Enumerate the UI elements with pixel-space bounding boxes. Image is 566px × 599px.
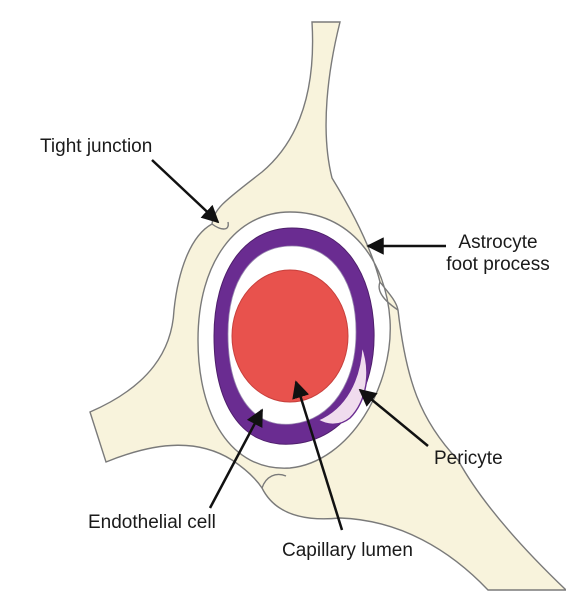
astrocyte-foot-processes — [89, 21, 566, 591]
label-endothelial-cell: Endothelial cell — [88, 512, 216, 533]
label-astrocyte-line2: foot process — [446, 254, 550, 275]
label-pericyte: Pericyte — [434, 448, 503, 469]
tight-junction-arrow — [151, 159, 220, 224]
junction-seam-right — [378, 281, 399, 311]
capillary-lumen — [231, 269, 349, 403]
pericyte-arrow — [358, 388, 429, 447]
label-astrocyte-line1: Astrocyte — [458, 232, 538, 253]
endothelial-arrow — [208, 408, 264, 509]
label-astrocyte-foot-process: Astrocyte foot process — [438, 232, 558, 276]
capillary-lumen-arrow — [292, 380, 344, 531]
junction-seam-top-left — [211, 221, 229, 230]
label-capillary-lumen: Capillary lumen — [282, 540, 413, 561]
junction-seam-bottom — [261, 473, 287, 489]
pericyte — [316, 345, 368, 425]
label-tight-junction: Tight junction — [40, 136, 153, 157]
